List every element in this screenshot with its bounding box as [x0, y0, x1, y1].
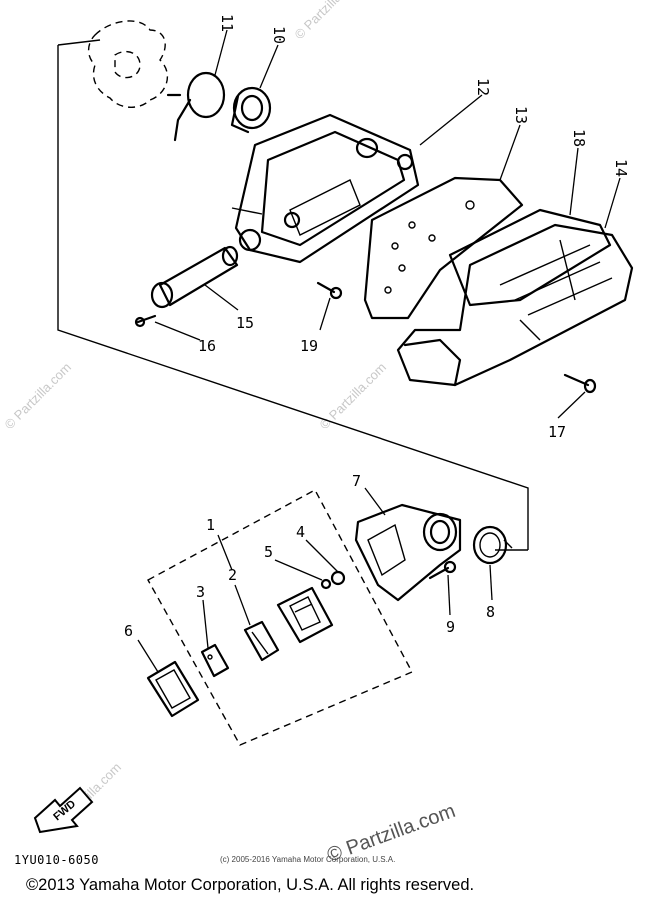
callout-14: 14 — [612, 159, 630, 177]
part-11-clip — [166, 71, 226, 142]
callout-8: 8 — [486, 603, 495, 621]
part-13-element-plate — [363, 176, 524, 320]
part-valve-seat — [276, 586, 334, 644]
engine-side-outline — [87, 20, 169, 108]
callout-18: 18 — [570, 129, 588, 147]
part-10-seal — [230, 86, 272, 134]
callout-13: 13 — [512, 106, 530, 124]
callout-17: 17 — [548, 423, 566, 441]
callout-15: 15 — [236, 314, 254, 332]
part-18-gasket — [448, 208, 612, 307]
callout-5: 5 — [264, 543, 273, 561]
small-copyright: (c) 2005-2016 Yamaha Motor Corporation, … — [220, 855, 396, 864]
callout-19: 19 — [300, 337, 318, 355]
callout-7: 7 — [352, 472, 361, 490]
callout-4: 4 — [296, 523, 305, 541]
callout-1: 1 — [206, 516, 215, 534]
part-16-screw — [134, 314, 157, 328]
part-12-air-filter-case — [231, 113, 420, 264]
watermark-left: © Partzilla.com — [2, 360, 75, 433]
part-9-bolt — [428, 560, 457, 580]
callout-6: 6 — [124, 622, 133, 640]
leader-lines — [137, 29, 621, 673]
part-7-intake-manifold — [354, 503, 462, 602]
copyright-footer: ©2013 Yamaha Motor Corporation, U.S.A. A… — [26, 876, 475, 894]
callout-16: 16 — [198, 337, 216, 355]
assembly-outline — [57, 39, 529, 551]
callout-12: 12 — [474, 78, 492, 96]
callout-2: 2 — [228, 566, 237, 584]
part-6-gasket — [146, 660, 200, 718]
callout-10: 10 — [270, 26, 288, 44]
part-1-reed-valve-assembly-box — [147, 489, 413, 746]
part-5-washer — [320, 578, 332, 590]
part-17-screw — [563, 373, 597, 394]
part-3-reed-stopper — [200, 643, 230, 678]
callout-9: 9 — [446, 618, 455, 636]
watermark-top: © Partzilla.com — [292, 0, 365, 42]
callout-11: 11 — [218, 14, 236, 32]
callout-3: 3 — [196, 583, 205, 601]
part-8-clamp — [472, 525, 513, 565]
part-15-joint-pipe — [150, 245, 239, 309]
fwd-arrow-icon: FWD — [33, 786, 94, 834]
part-19-screw — [316, 281, 343, 300]
diagram-code: 1YU010-6050 — [14, 853, 99, 867]
callout-labels: 11 10 12 13 18 14 15 16 19 17 7 1 4 5 2 … — [124, 14, 630, 640]
part-14-cap — [396, 223, 634, 387]
part-4-screw — [330, 570, 346, 586]
part-2-reed-valve — [243, 620, 280, 662]
